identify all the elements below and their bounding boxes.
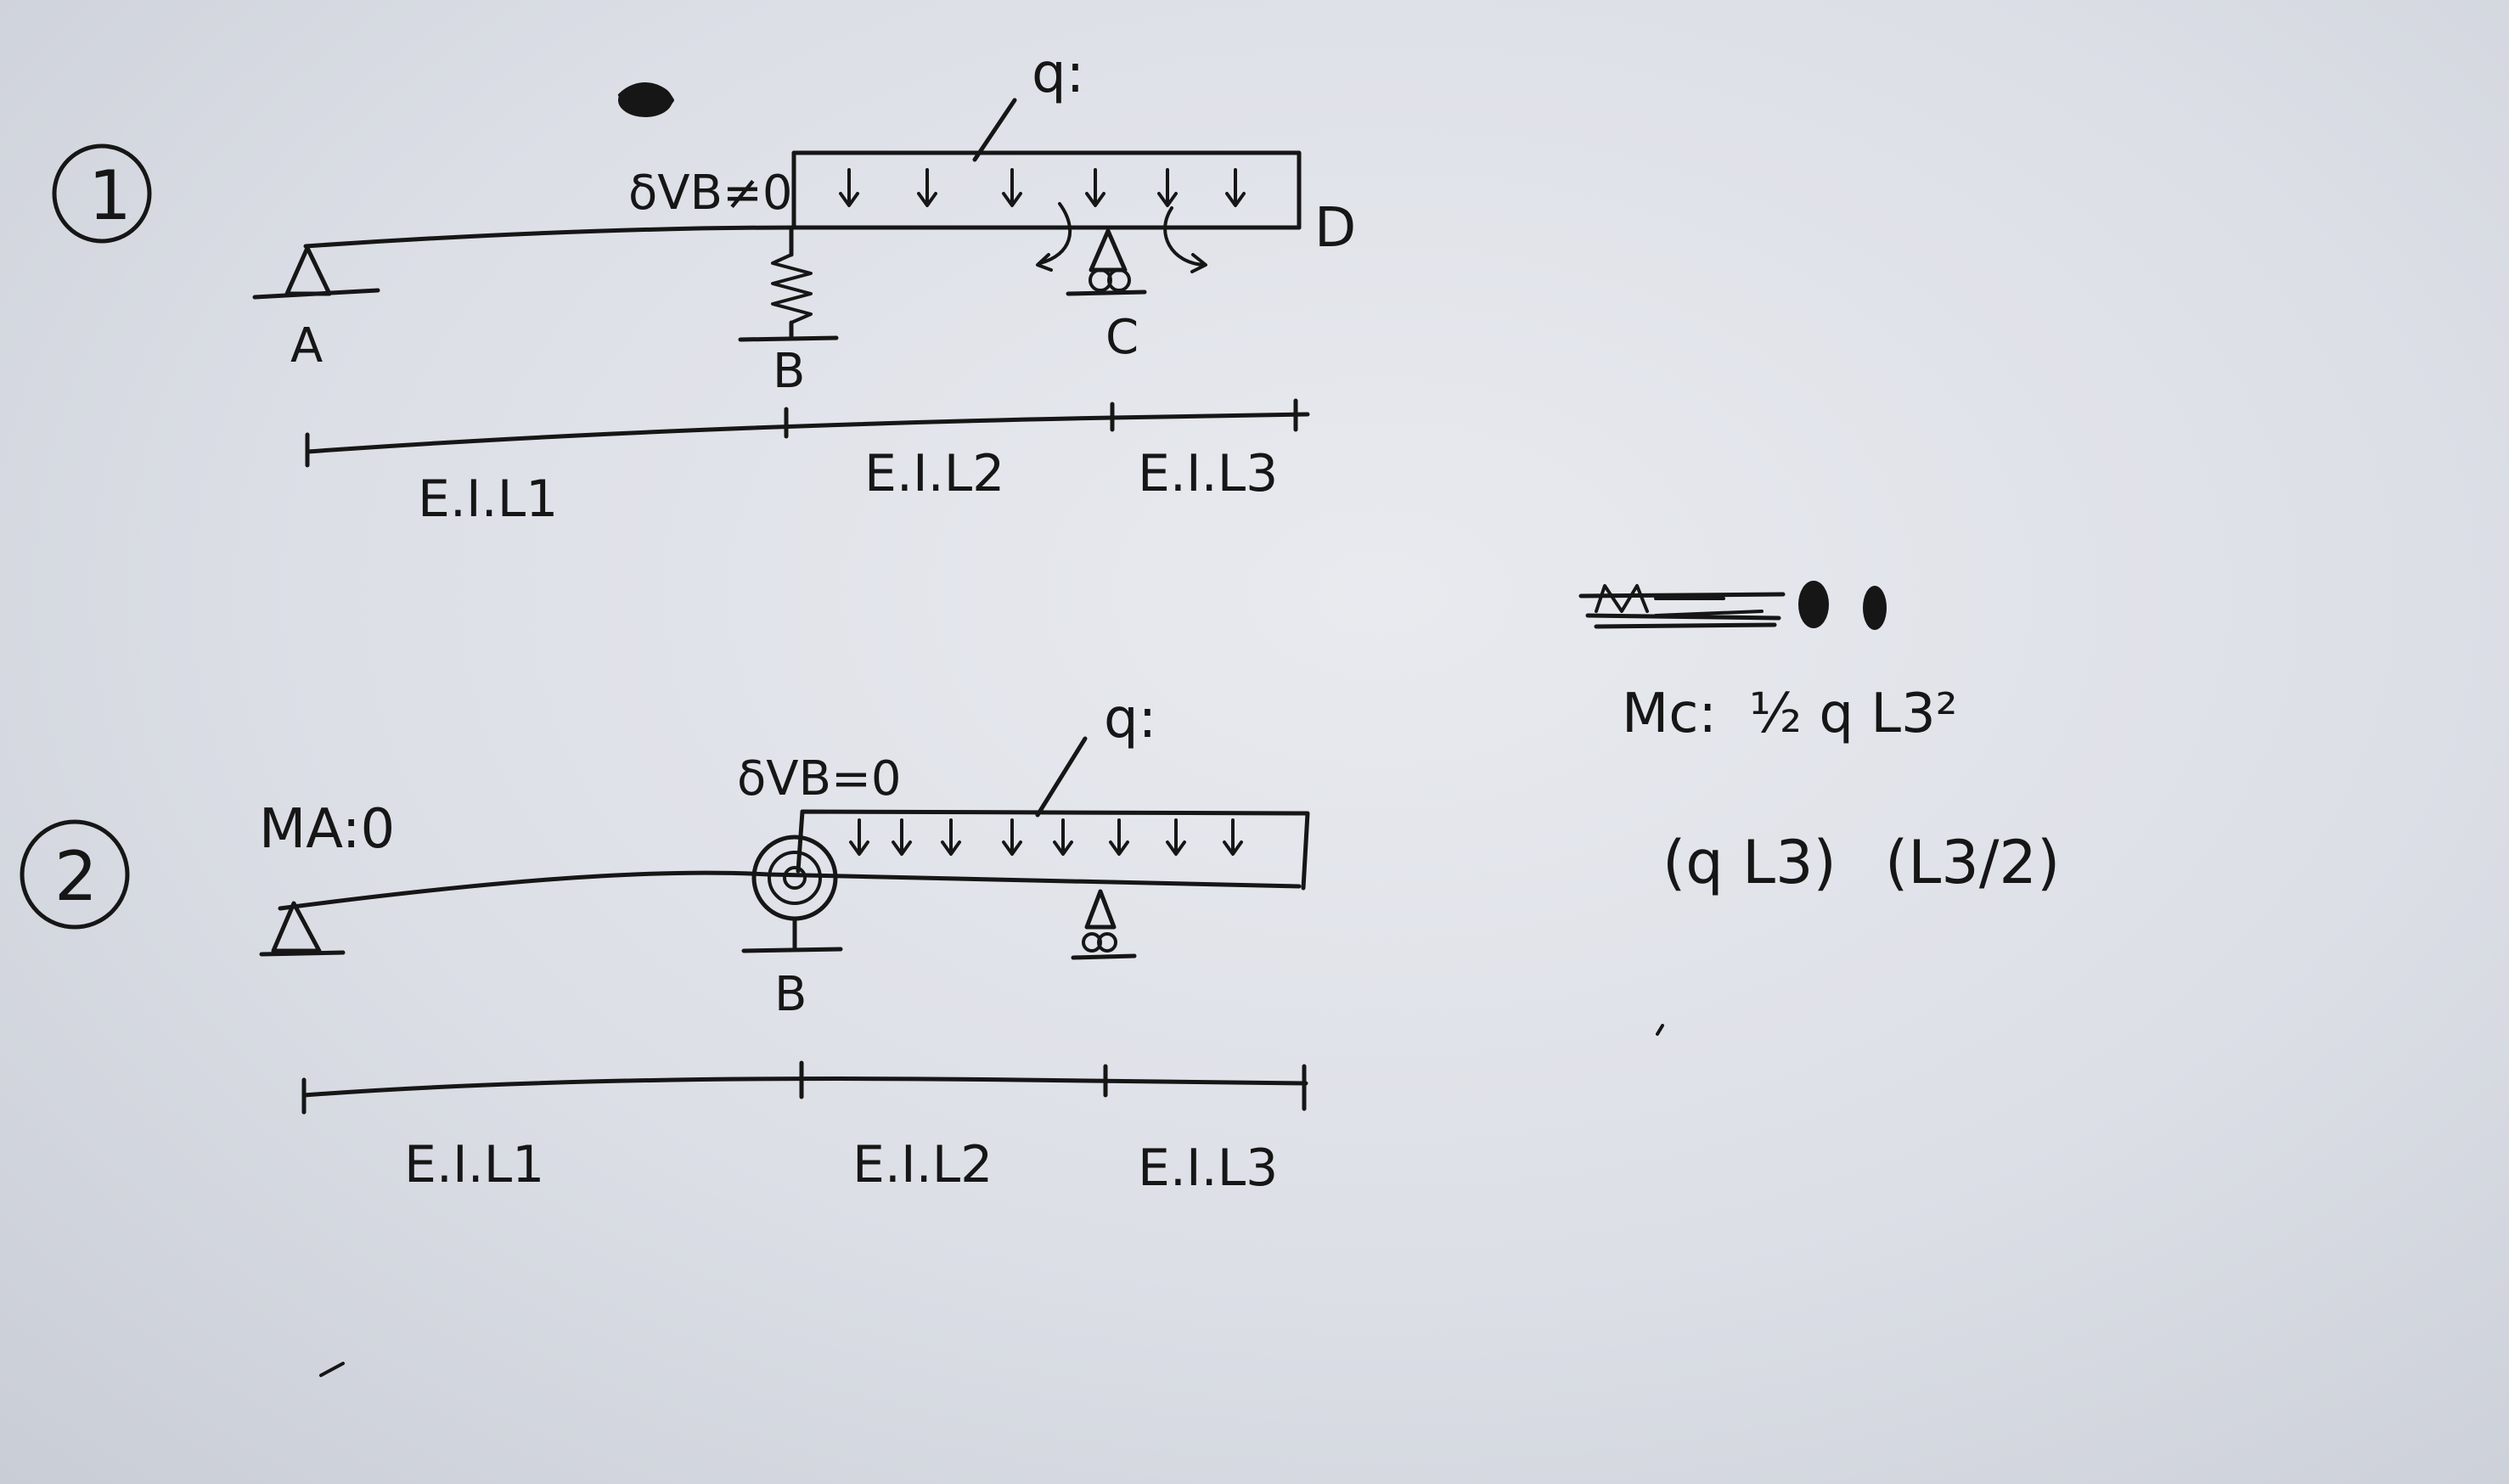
problem-2-number-circle [20, 819, 130, 930]
problem-2: 2 MA:0 δVB=0 q: [20, 688, 1310, 1198]
rotational-spring-b [741, 835, 843, 953]
support-a-label-1: A [290, 318, 323, 374]
load-label-leader [972, 98, 1017, 162]
segment-label-1-2: E.I.L2 [864, 444, 1004, 503]
problem-1-number: 1 [88, 156, 132, 235]
rotational-spring-note: δVB=0 [737, 751, 902, 807]
dimension-line-2 [301, 1060, 1308, 1115]
support-b-label-1: B [773, 344, 805, 399]
load-label-q: q: [1032, 42, 1084, 105]
support-c-roller [1036, 202, 1207, 296]
support-roller-2 [1071, 889, 1137, 960]
support-a-pin-2 [259, 901, 346, 957]
moment-c-formula: ½ q L3² [1749, 683, 1957, 745]
side-notes: Mc: ½ q L3² (q L3) (L3/2) [1578, 581, 2060, 897]
scribble-mark-1 [618, 82, 674, 117]
distributed-load-box-1 [791, 150, 1302, 230]
product-factor-1: (q L3) [1662, 828, 1837, 897]
spring-support-b [738, 227, 839, 342]
problem-1-number-circle [52, 143, 152, 244]
load-label-q-2: q: [1104, 688, 1156, 750]
beam-1 [303, 225, 1302, 249]
beam-2 [278, 870, 1302, 911]
segment-label-2-1: E.I.L1 [404, 1135, 544, 1195]
crossed-out-note [1578, 581, 1887, 630]
product-factor-2: (L3/2) [1885, 828, 2060, 897]
moment-a-note: MA:0 [259, 798, 395, 861]
distributed-load-box-2 [796, 809, 1310, 891]
problem-2-number: 2 [54, 837, 98, 916]
segment-label-1-3: E.I.L3 [1138, 444, 1278, 503]
segment-label-2-3: E.I.L3 [1138, 1138, 1278, 1198]
moment-c-label: Mc: [1622, 683, 1717, 745]
load-arrows-1 [839, 168, 1246, 207]
dimension-line-1 [305, 398, 1310, 468]
support-a-pin-1 [252, 245, 380, 300]
segment-label-2-2: E.I.L2 [852, 1135, 993, 1195]
load-label-leader-2 [1035, 736, 1088, 818]
end-d-label: D [1314, 197, 1356, 260]
problem-1: 1 δVB≠0 q: A [52, 42, 1356, 529]
support-c-label: C [1105, 310, 1139, 365]
stray-mark-1 [319, 1362, 345, 1377]
support-b-label-2: B [774, 967, 807, 1022]
load-arrows-2 [849, 818, 1243, 856]
stray-mark-2 [1656, 1024, 1664, 1036]
segment-label-1-1: E.I.L1 [418, 469, 558, 529]
spring-deflection-note: δVB≠0 [628, 166, 793, 221]
